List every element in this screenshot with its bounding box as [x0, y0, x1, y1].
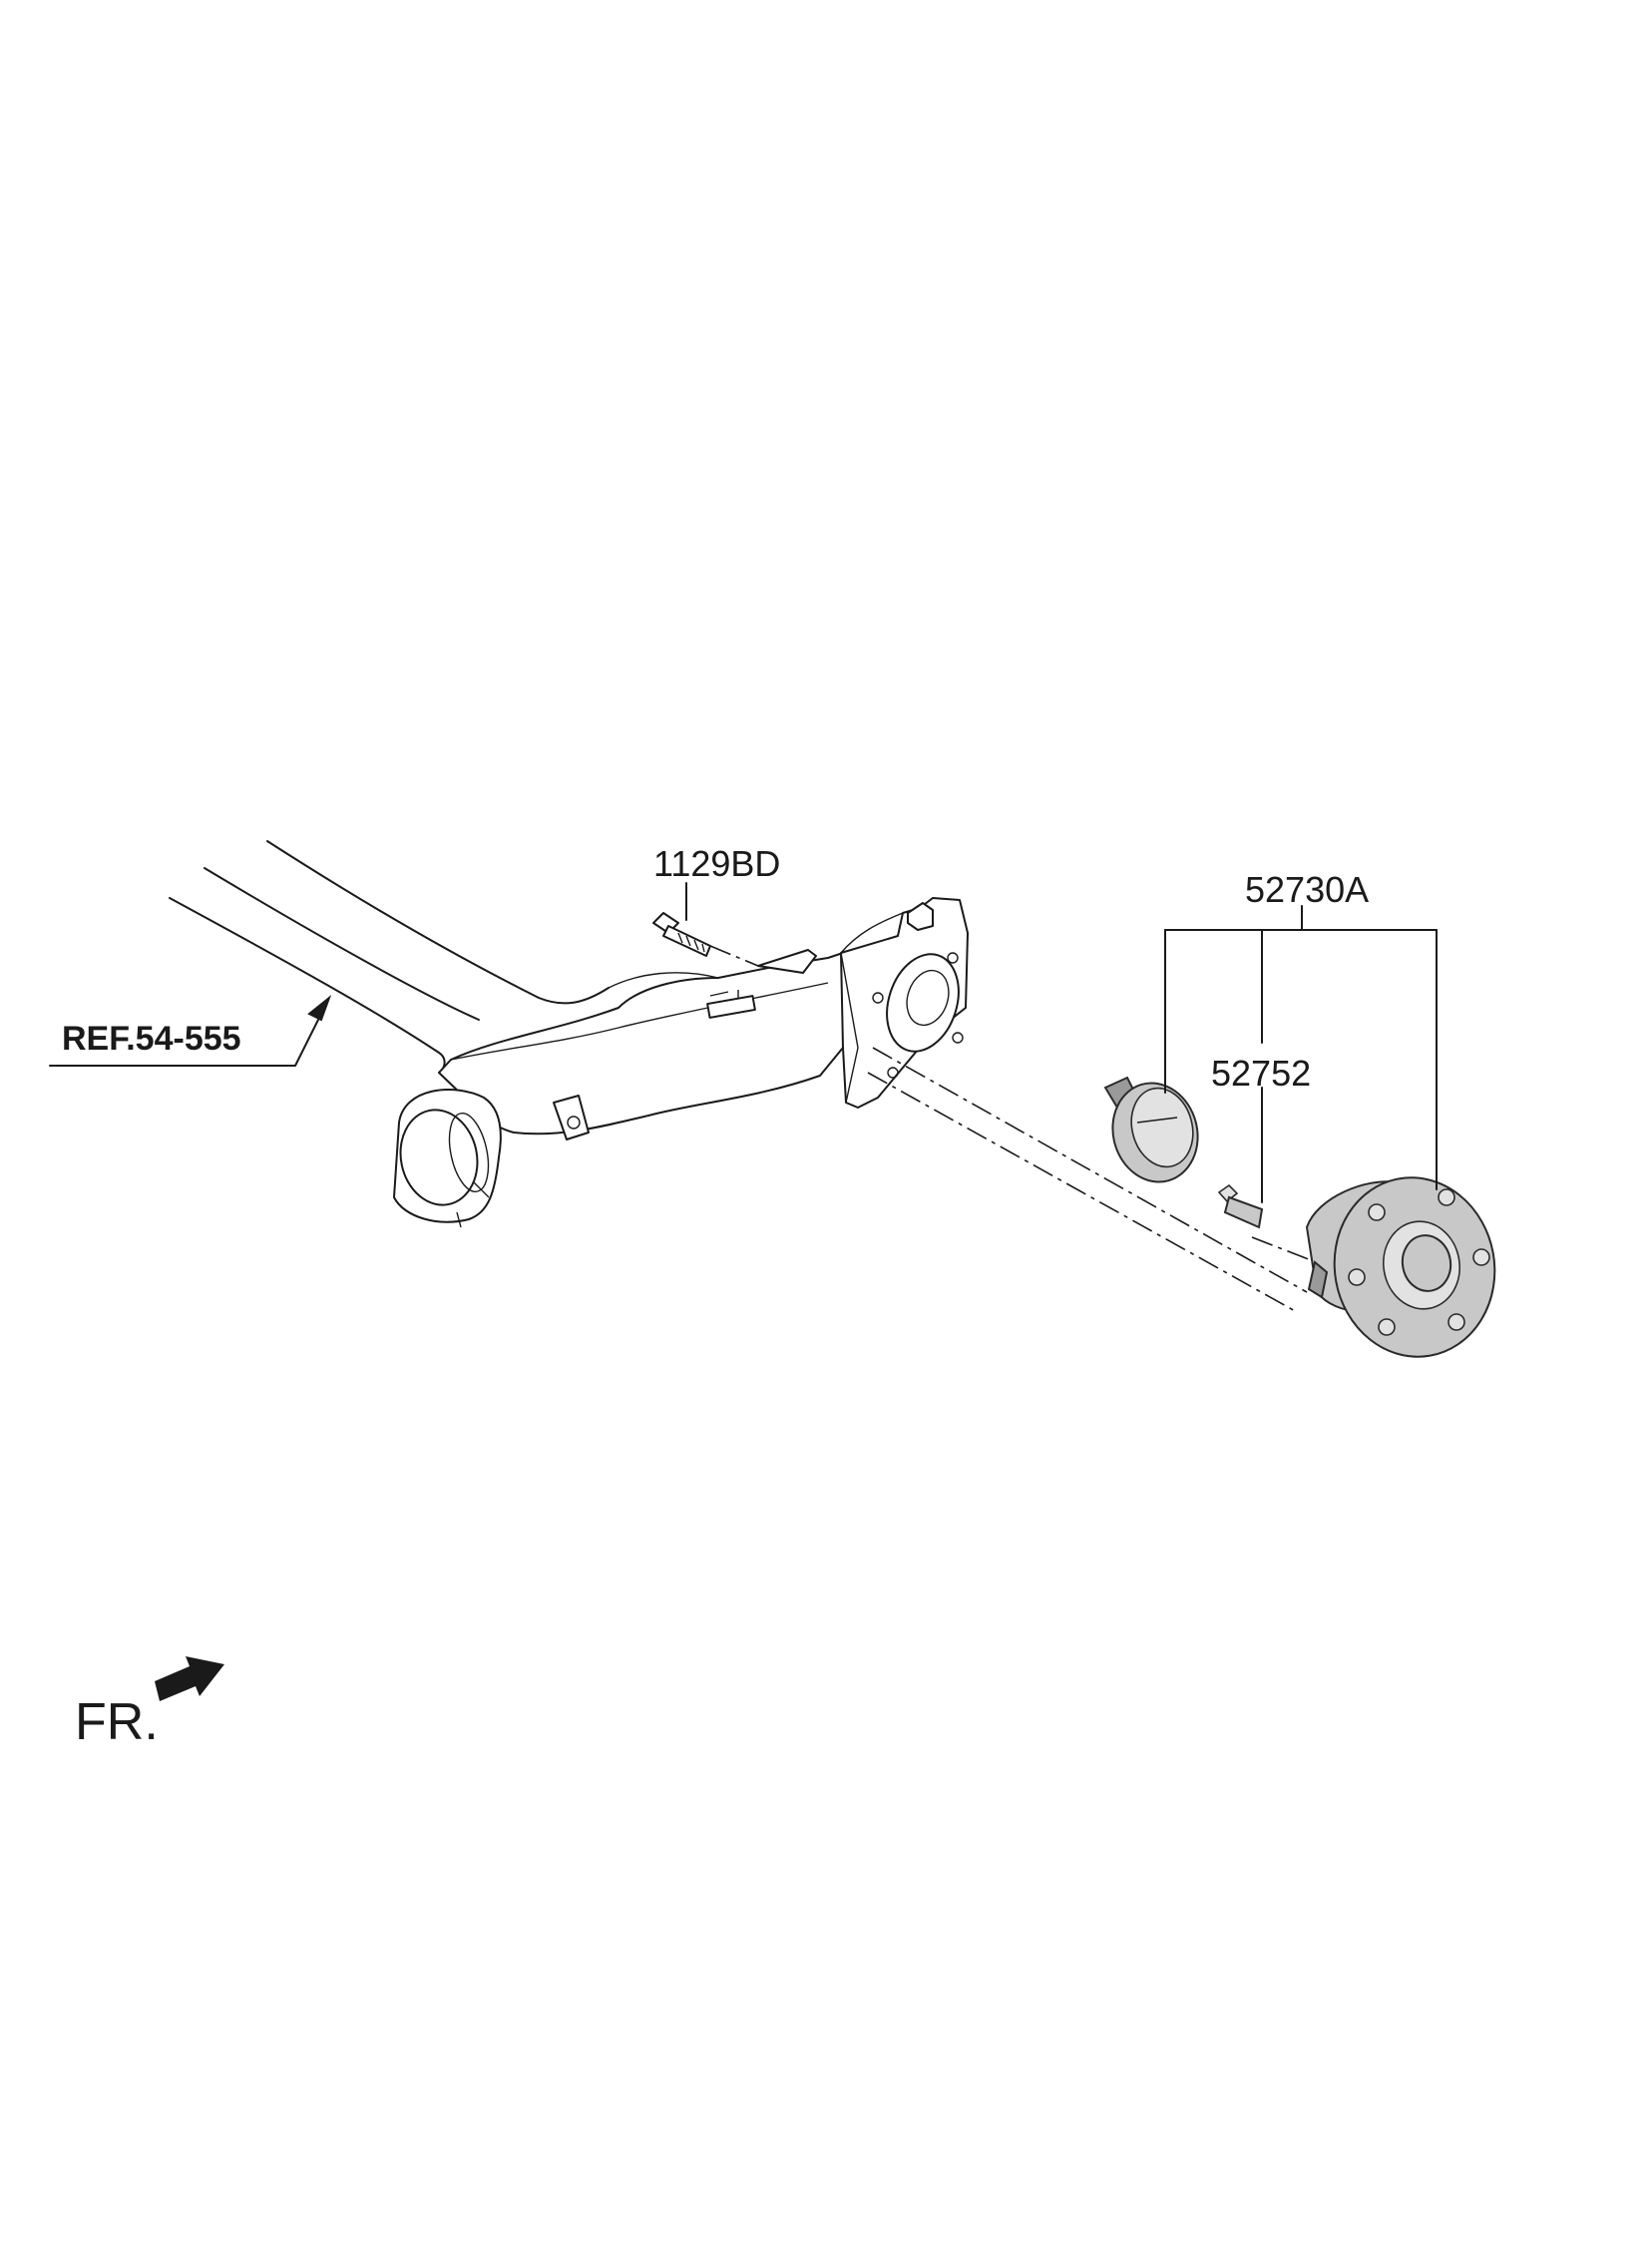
beam-bushing-eye: [393, 1089, 502, 1228]
spindle-flange: [840, 897, 969, 1109]
front-label: FR.: [75, 1693, 159, 1751]
reference-label: REF.54-555: [62, 1020, 241, 1058]
callout-hub-assembly: 52730A: [1245, 869, 1370, 910]
bolt-1129BD-drawing: [652, 912, 711, 957]
sensor-ring: [1103, 1076, 1199, 1183]
front-arrow-icon: [155, 1656, 224, 1701]
hub-bolt-drawing: [1217, 1183, 1264, 1229]
reference-leader: [49, 994, 332, 1067]
leader-lines: [685, 882, 1438, 1203]
callout-bolt: 1129BD: [653, 843, 781, 884]
rear-axle-beam: [169, 840, 844, 1140]
callout-hub-bolt: 52752: [1211, 1053, 1312, 1094]
hub-bearing-drawing: [1305, 1176, 1496, 1358]
